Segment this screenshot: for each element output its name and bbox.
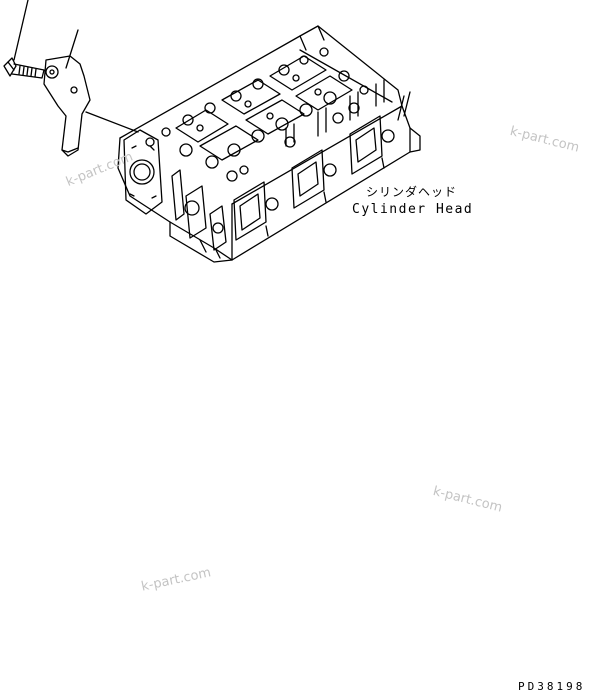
leader-line-assembly xyxy=(85,111,139,133)
leader-line-bolt xyxy=(13,0,29,61)
part-label-japanese: シリンダヘッド xyxy=(366,185,458,199)
cylinder-head-body xyxy=(117,25,421,263)
bracket-part xyxy=(43,55,91,157)
part-label-english: Cylinder Head xyxy=(352,202,474,217)
drawing-number: PD38198 xyxy=(518,680,586,693)
bolt-part xyxy=(3,57,45,79)
leader-line-bracket xyxy=(65,29,79,69)
